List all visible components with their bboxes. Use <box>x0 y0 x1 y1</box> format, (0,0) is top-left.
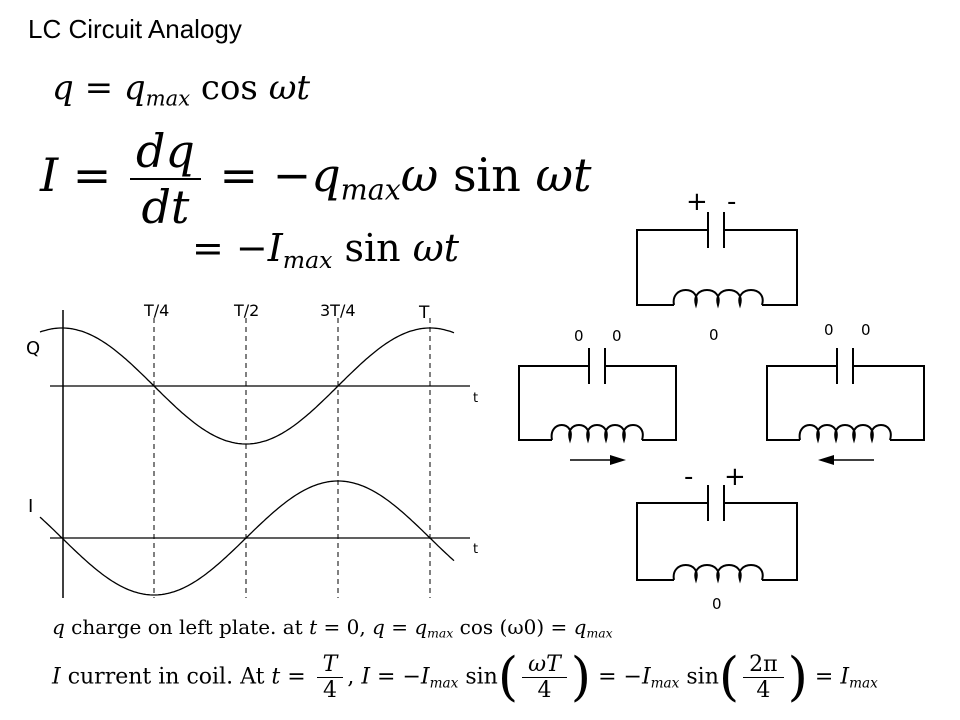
equals-minus: = − <box>591 664 642 690</box>
fraction-denominator: 4 <box>537 678 552 703</box>
equals-minus: = − <box>219 148 312 202</box>
fraction-numerator: T <box>316 652 344 678</box>
right-paren: ) <box>570 647 592 708</box>
max-subscript: max <box>849 675 878 692</box>
q-symbol: q <box>311 148 341 202</box>
current-symbol: I <box>420 664 430 690</box>
charge-equation: q = qmax cos ωt <box>52 68 310 110</box>
max-subscript: max <box>427 625 454 641</box>
sin-function: sin <box>458 664 498 690</box>
equals-sign: = <box>280 664 313 690</box>
omega-t: ωt <box>268 68 311 108</box>
equals-sign: = <box>544 615 574 639</box>
bottom-plate-left-label: - <box>684 462 693 492</box>
circuit-bottom <box>636 485 798 584</box>
circuit-right <box>766 348 925 461</box>
q-symbol: q <box>123 68 146 108</box>
omega-t: ωt <box>412 226 460 270</box>
top-plate-left-label: + <box>686 187 708 217</box>
q-axis-label: Q <box>26 338 40 359</box>
fraction-numerator: ωT <box>522 652 567 678</box>
top-plate-right-label: - <box>727 187 736 217</box>
q-symbol: q <box>573 615 587 639</box>
q-symbol: q <box>52 615 65 639</box>
quarter-period-label: T/4 <box>143 301 169 320</box>
current-arrow-right-icon <box>610 455 626 465</box>
equals-sign: = <box>84 68 114 108</box>
comma: , <box>347 664 362 690</box>
current-curve <box>39 480 455 596</box>
t-axis-label-top: t <box>473 391 478 406</box>
max-subscript: max <box>429 675 459 692</box>
i-axis-label: I <box>28 496 33 517</box>
current-symbol: I <box>52 664 61 690</box>
fraction-denominator: 4 <box>756 678 771 703</box>
max-subscript: max <box>145 85 191 111</box>
charge-note: q charge on left plate. at t = 0, q = qm… <box>52 615 613 641</box>
max-subscript: max <box>282 246 333 275</box>
max-subscript: max <box>340 173 401 207</box>
right-plate-left-label: 0 <box>824 321 834 339</box>
sin-function: sin <box>452 148 521 202</box>
current-equation: I = dq dt = −qmaxω sin ωt <box>40 124 592 234</box>
equals-zero: = 0, <box>317 615 373 639</box>
left-paren: ( <box>718 647 740 708</box>
current-symbol: I <box>840 664 850 690</box>
charge-note-text: charge on left plate. at <box>64 615 310 639</box>
circuit-top <box>636 212 798 309</box>
left-plate-right-label: 0 <box>612 327 622 345</box>
equals-sign: = <box>72 148 112 202</box>
bottom-plate-right-label: + <box>724 462 746 492</box>
charge-curve <box>39 327 455 445</box>
left-paren: ( <box>497 647 519 708</box>
q-symbol: q <box>414 615 428 639</box>
right-paren: ) <box>787 647 808 708</box>
top-coil-label: 0 <box>709 326 719 344</box>
current-note-text: current in coil. At <box>60 664 272 690</box>
q-symbol: q <box>372 615 385 639</box>
full-period-label: T <box>418 303 430 323</box>
charge-symbol: q <box>52 68 74 108</box>
half-period-label: T/2 <box>233 301 259 320</box>
equals-minus: = − <box>192 226 268 270</box>
equals-minus: = − <box>370 664 421 690</box>
omega-symbol: ω <box>400 148 439 202</box>
current-symbol: I <box>267 226 283 270</box>
left-plate-left-label: 0 <box>574 327 584 345</box>
fraction-denominator: 4 <box>323 678 338 703</box>
right-plate-right-label: 0 <box>861 321 871 339</box>
t-symbol: t <box>309 615 318 639</box>
sin-function: sin <box>344 226 401 270</box>
slide-title: LC Circuit Analogy <box>28 14 242 44</box>
cos-argument: (ω0) <box>499 615 545 639</box>
equals-sign: = <box>807 664 841 690</box>
fraction-numerator: dq <box>129 124 201 180</box>
current-equation-simplified: = −Imax sin ωt <box>192 226 459 274</box>
circuit-left <box>518 348 677 461</box>
cos-function: cos <box>200 68 258 108</box>
derivative-fraction: dq dt <box>129 124 201 234</box>
omega-t: ωt <box>535 148 592 202</box>
current-symbol: I <box>361 664 371 690</box>
current-arrow-left-icon <box>818 455 834 465</box>
equals-sign: = <box>384 615 415 639</box>
t-axis-label-bottom: t <box>473 542 478 557</box>
current-symbol: I <box>641 664 651 690</box>
t-symbol: t <box>271 664 281 690</box>
cos-function: cos <box>453 615 500 639</box>
fraction-denominator: dt <box>141 180 190 234</box>
sin-function: sin <box>679 664 719 690</box>
max-subscript: max <box>650 675 680 692</box>
fraction-numerator: 2π <box>743 652 784 678</box>
bottom-coil-label: 0 <box>712 595 722 613</box>
three-quarter-period-label: 3T/4 <box>320 301 356 320</box>
current-symbol: I <box>40 148 59 202</box>
max-subscript: max <box>586 625 613 641</box>
